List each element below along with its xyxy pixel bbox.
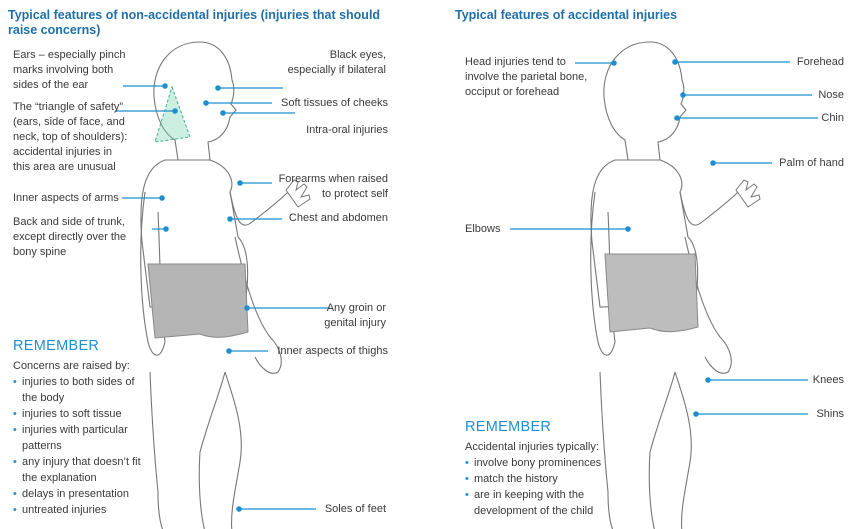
list-item: any injury that doesn’t fit the explanat… [13,454,148,486]
list-item: injuries with particular patterns [13,422,148,454]
label-inner-thighs: Inner aspects of thighs [266,344,388,359]
label-inner-arms: Inner aspects of arms [13,191,133,206]
label-chest-abdomen: Chest and abdomen [280,211,388,226]
list-item: injuries to both sides of the body [13,374,148,406]
list-item: injuries to soft tissue [13,406,148,422]
label-back-trunk: Back and side of trunk, except directly … [13,215,143,260]
label-elbows: Elbows [465,222,525,237]
label-ears: Ears – especially pinch marks involving … [13,48,133,93]
list-item: untreated injuries [13,502,148,518]
label-groin: Any groin or genital injury [300,301,386,331]
label-forehead: Forehead [780,55,844,70]
list-item: delays in presentation [13,486,148,502]
list-item: match the history [465,471,625,487]
label-intra-oral: Intra-oral injuries [290,123,388,138]
left-child-figure [141,42,310,529]
label-triangle-of-safety: The “triangle of safety” (ears, side of … [13,100,131,175]
left-title: Typical features of non-accidental injur… [8,8,403,38]
left-remember-intro: Concerns are raised by: [13,358,148,374]
right-title: Typical features of accidental injuries [455,8,755,23]
label-knees: Knees [790,373,844,388]
list-item: involve bony prominences [465,455,625,471]
right-remember-intro: Accidental injuries typically: [465,439,625,455]
right-remember-box: REMEMBER Accidental injuries typically: … [465,419,625,519]
label-shins: Shins [790,407,844,422]
label-head-injuries: Head injuries tend to involve the pariet… [465,55,595,100]
label-cheeks: Soft tissues of cheeks [270,96,388,111]
left-remember-heading: REMEMBER [13,338,148,355]
label-black-eyes: Black eyes, especially if bilateral [283,48,386,78]
label-chin: Chin [800,111,844,126]
label-palm: Palm of hand [760,156,844,171]
label-nose: Nose [800,88,844,103]
label-forearms: Forearms when raised to protect self [270,172,388,202]
list-item: are in keeping with the development of t… [465,487,625,519]
left-remember-box: REMEMBER Concerns are raised by: injurie… [13,338,148,518]
right-remember-heading: REMEMBER [465,419,625,436]
label-soles: Soles of feet [300,502,386,517]
